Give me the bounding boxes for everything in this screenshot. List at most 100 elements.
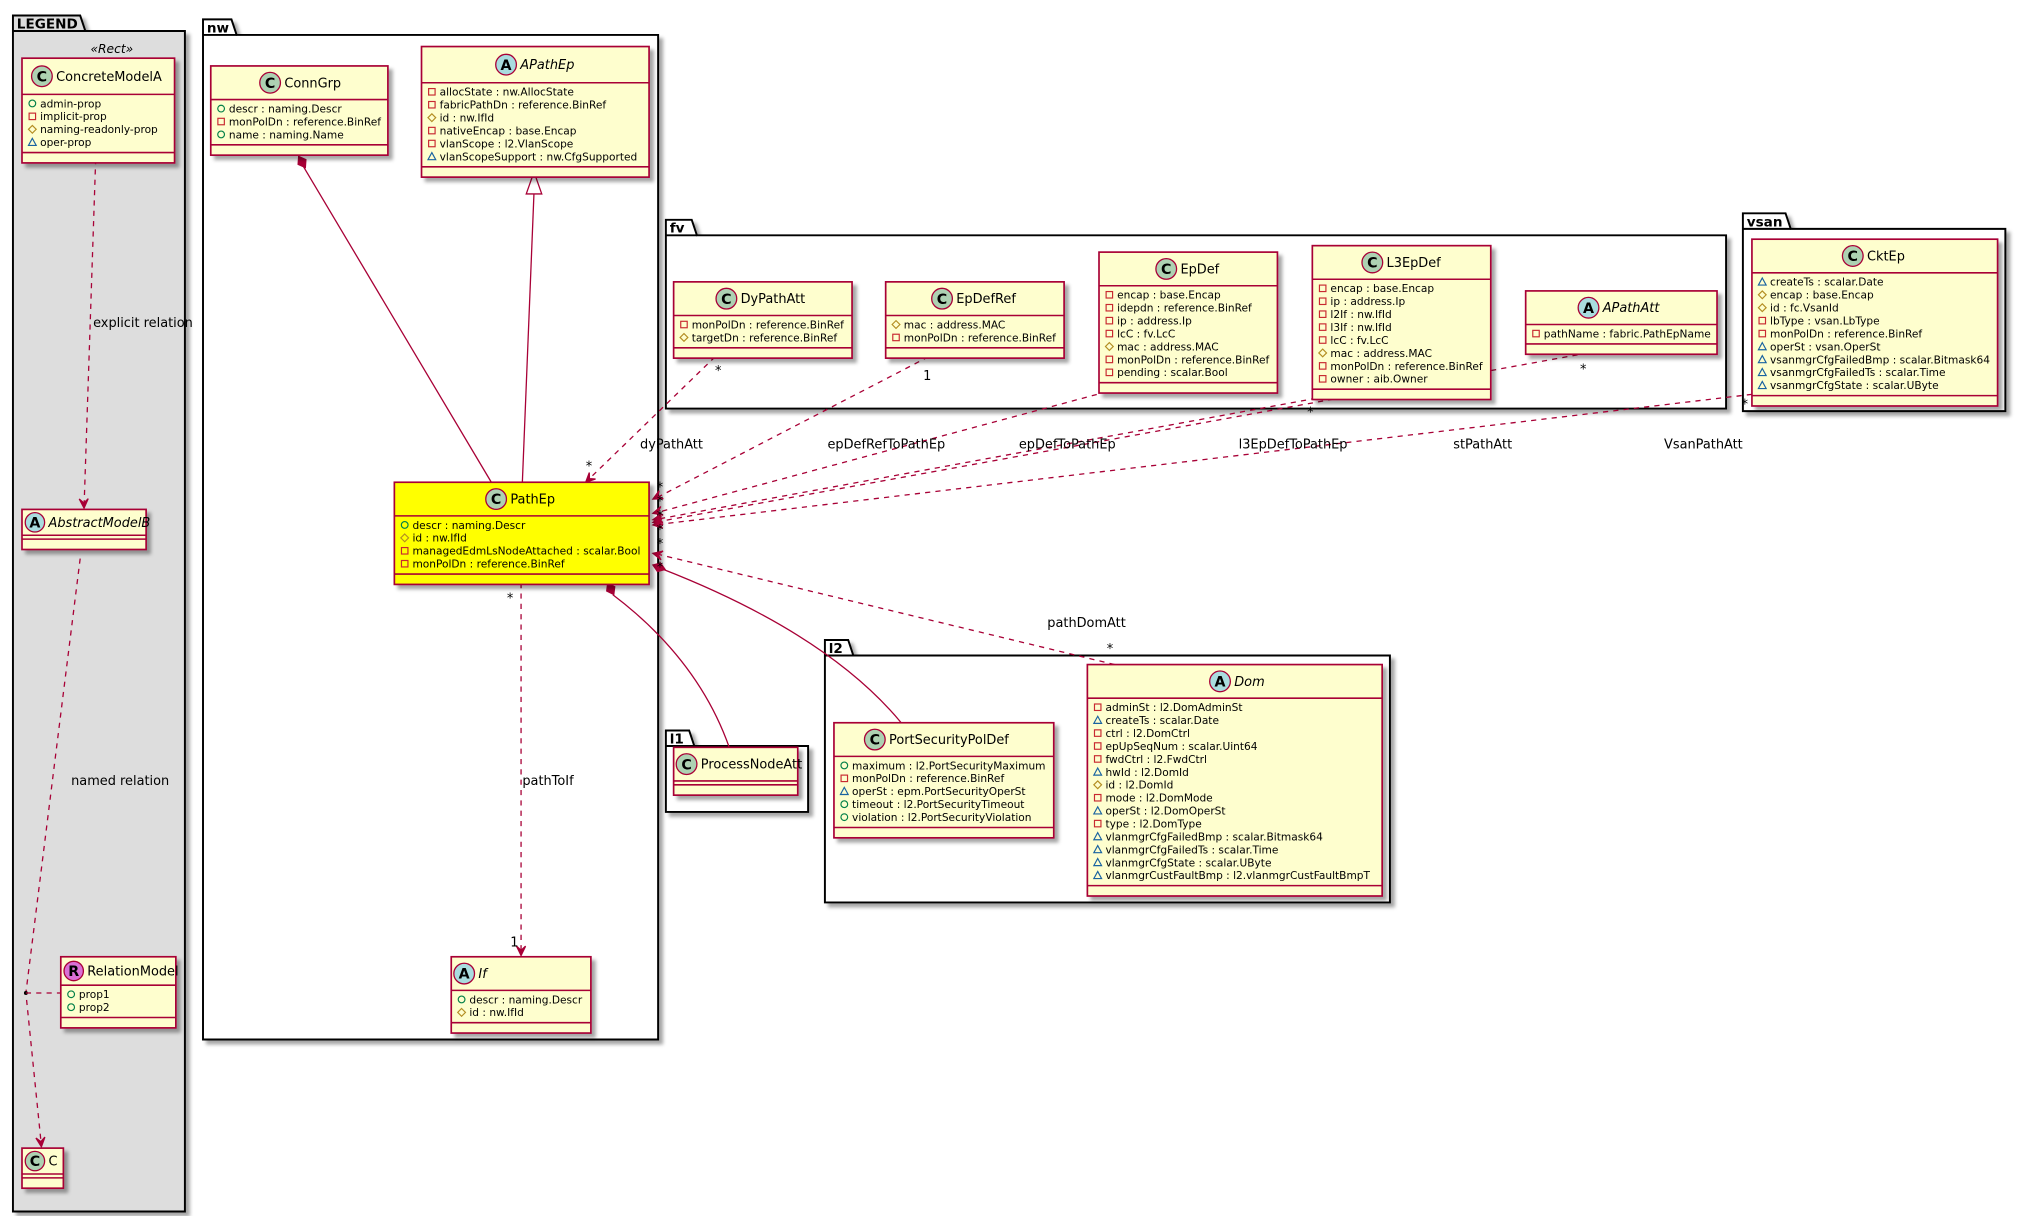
package-name: fv bbox=[670, 221, 685, 237]
edge-epdefref-to-mult: * bbox=[657, 480, 664, 495]
class-attribute: fwdCtrl : l2.FwdCtrl bbox=[1105, 754, 1206, 766]
edge-inherit[interactable] bbox=[521, 192, 535, 483]
class-type-letter: A bbox=[1215, 675, 1226, 691]
package-name: LEGEND bbox=[17, 16, 78, 32]
private-visibility-icon bbox=[1105, 316, 1114, 325]
class-attribute: violation : l2.PortSecurityViolation bbox=[852, 812, 1031, 824]
edge-portsec[interactable] bbox=[661, 568, 902, 724]
class-type-icon bbox=[485, 488, 508, 511]
class-name: ConcreteModelA bbox=[56, 70, 162, 85]
edge-pathtoif-to-mult: 1 bbox=[510, 935, 518, 950]
private-visibility-icon bbox=[840, 774, 849, 783]
class-name: APathAtt bbox=[1602, 301, 1661, 316]
class-attribute: monPolDn : reference.BinRef bbox=[412, 559, 564, 571]
private-visibility-icon bbox=[1105, 290, 1114, 299]
package-visibility-icon bbox=[426, 151, 437, 161]
class-type-letter: C bbox=[937, 292, 947, 308]
class-attribute: l2If : nw.IfId bbox=[1330, 309, 1391, 321]
edge-epdef-to-mult: * bbox=[657, 495, 664, 510]
class-type-letter: C bbox=[265, 76, 275, 92]
package-name: vsan bbox=[1747, 214, 1783, 230]
private-visibility-icon bbox=[28, 112, 37, 121]
class-attribute: mac : address.MAC bbox=[904, 319, 1006, 331]
edge-conngrp[interactable] bbox=[300, 162, 492, 483]
class-box bbox=[420, 45, 650, 178]
composition-diamond-icon bbox=[297, 155, 307, 169]
class-name: C bbox=[49, 1155, 58, 1170]
edge-pathtoif-label: pathToIf bbox=[522, 774, 574, 789]
public-visibility-icon bbox=[67, 1003, 76, 1012]
edge-vsan-to-mult: * bbox=[657, 537, 664, 552]
edge-vsan[interactable] bbox=[654, 393, 1753, 526]
private-visibility-icon bbox=[1758, 329, 1767, 338]
class-box bbox=[884, 281, 1065, 359]
edge-dy[interactable] bbox=[586, 356, 716, 482]
class-attribute: lcC : fv.LcC bbox=[1330, 335, 1388, 347]
class-attribute: id : l2.DomId bbox=[1105, 780, 1173, 792]
public-visibility-icon bbox=[217, 104, 226, 113]
private-visibility-icon bbox=[428, 100, 436, 109]
private-visibility-icon bbox=[400, 559, 409, 568]
private-visibility-icon bbox=[1093, 703, 1102, 712]
private-visibility-icon bbox=[428, 126, 436, 135]
class-type-icon bbox=[259, 71, 282, 94]
class-name: RelationModel bbox=[87, 965, 178, 980]
edge-dom[interactable] bbox=[654, 552, 1115, 666]
class-attribute: monPolDn : reference.BinRef bbox=[852, 773, 1004, 785]
protected-visibility-icon bbox=[1104, 341, 1115, 352]
package-visibility-icon bbox=[1757, 276, 1768, 286]
class-type-icon bbox=[1361, 251, 1384, 274]
public-visibility-icon bbox=[840, 813, 849, 822]
edge-l3epdef[interactable] bbox=[654, 397, 1317, 521]
package-visibility-icon bbox=[1092, 870, 1103, 880]
class-attribute: oper-prop bbox=[40, 137, 92, 149]
edge-vsan-from-mult: * bbox=[1742, 398, 1749, 413]
arrow-head-icon bbox=[584, 472, 596, 484]
edges-layer bbox=[23, 155, 1753, 1149]
class-attribute: mode : l2.DomMode bbox=[1105, 793, 1212, 805]
edge-epdefref-label: epDefRefToPathEp bbox=[827, 438, 945, 453]
class-attribute: createTs : scalar.Date bbox=[1770, 277, 1884, 289]
edge-procnode[interactable] bbox=[612, 594, 730, 748]
public-visibility-icon bbox=[457, 995, 466, 1004]
arrow-head-icon bbox=[651, 506, 664, 516]
class-type-icon bbox=[931, 287, 954, 310]
edge-st-label: stPathAtt bbox=[1453, 438, 1512, 453]
class-attribute: ip : address.Ip bbox=[1117, 316, 1192, 328]
abstract-type-icon bbox=[24, 512, 46, 533]
class-attribute: pending : scalar.Bool bbox=[1117, 367, 1228, 379]
class-attribute: naming-readonly-prop bbox=[40, 124, 158, 136]
public-visibility-icon bbox=[67, 990, 76, 999]
private-visibility-icon bbox=[1105, 355, 1114, 364]
class-name: ProcessNodeAtt bbox=[701, 758, 802, 773]
edge-explicit[interactable] bbox=[83, 159, 97, 507]
arrow-head-icon bbox=[35, 1136, 46, 1149]
class-type-icon bbox=[863, 728, 886, 751]
class-attribute: idepdn : reference.BinRef bbox=[1117, 303, 1252, 315]
inheritance-triangle-icon bbox=[525, 170, 543, 195]
edge-dom-label: pathDomAtt bbox=[1047, 616, 1125, 631]
private-visibility-icon bbox=[1318, 323, 1327, 331]
class-name: ConnGrp bbox=[284, 76, 341, 91]
class-type-letter: C bbox=[870, 733, 880, 749]
class-name: L3EpDef bbox=[1387, 256, 1442, 271]
class-type-letter: C bbox=[30, 1154, 40, 1170]
